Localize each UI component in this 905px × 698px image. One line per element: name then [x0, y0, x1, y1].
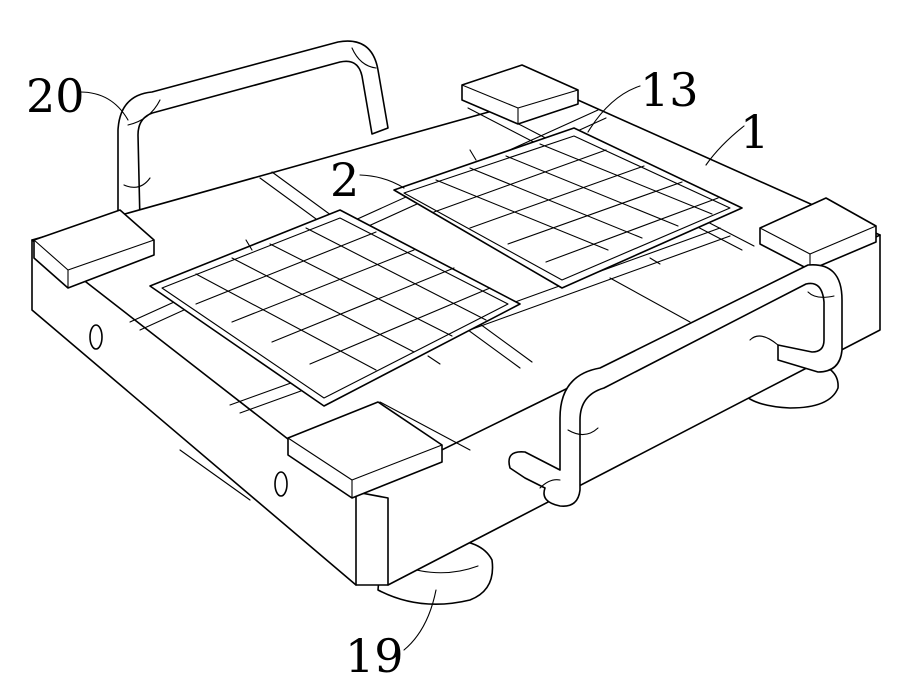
label-19: 19 — [345, 629, 404, 683]
reference-numerals: 20 13 1 2 19 — [26, 63, 769, 683]
label-2: 2 — [330, 153, 359, 207]
label-20: 20 — [26, 69, 85, 123]
lead-frame-front — [149, 209, 521, 407]
leader-lines — [79, 85, 745, 651]
label-1: 1 — [740, 105, 769, 159]
base-block — [31, 91, 881, 586]
label-13: 13 — [640, 63, 699, 117]
front-handle — [508, 264, 843, 507]
corner-pads — [33, 64, 877, 499]
lead-frame-rear — [393, 127, 743, 289]
rear-handle — [117, 40, 389, 236]
